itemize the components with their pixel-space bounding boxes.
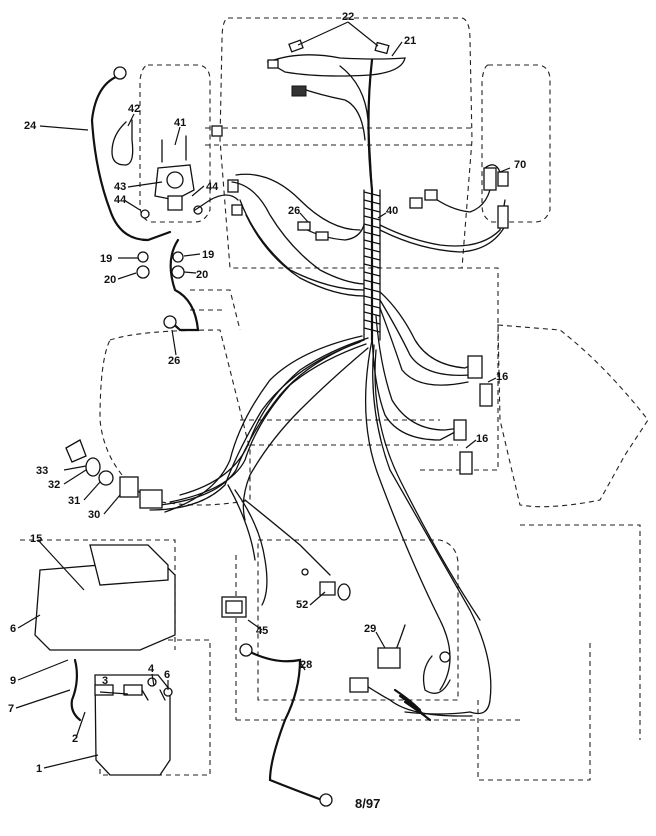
callout-6-left: 6 — [10, 623, 16, 635]
battery-assembly — [34, 544, 176, 776]
callout-24: 24 — [24, 120, 37, 132]
callout-43: 43 — [114, 181, 126, 193]
callout-16-lower: 16 — [476, 433, 488, 445]
upper-harness-branches — [231, 164, 509, 297]
callout-22: 22 — [342, 11, 354, 23]
callout-40: 40 — [386, 205, 398, 217]
callout-labels: 22 21 24 42 41 43 44 44 19 20 19 20 26 2… — [8, 11, 526, 775]
callout-2: 2 — [72, 733, 78, 745]
callout-70: 70 — [514, 159, 526, 171]
callout-42: 42 — [128, 103, 140, 115]
callout-4: 4 — [148, 663, 155, 675]
headlight-harness — [266, 39, 406, 191]
lower-branches — [221, 339, 492, 807]
leader-lines — [15, 21, 511, 769]
callout-19-left: 19 — [100, 253, 112, 265]
callout-15: 15 — [30, 533, 42, 545]
loom-coil — [363, 189, 381, 341]
callout-20-right: 20 — [196, 269, 208, 281]
callout-20-left: 20 — [104, 274, 116, 286]
main-harness-loom — [363, 58, 381, 342]
callout-28: 28 — [300, 659, 312, 671]
callout-26-upper: 26 — [288, 205, 300, 217]
callout-32: 32 — [48, 479, 60, 491]
callout-7: 7 — [8, 703, 14, 715]
page-code: 8/97 — [355, 796, 380, 811]
solenoid-assembly — [90, 66, 243, 332]
callout-33: 33 — [36, 465, 48, 477]
callout-19-right: 19 — [202, 249, 214, 261]
tractor-outline — [20, 17, 649, 781]
callout-3: 3 — [102, 675, 108, 687]
callout-21: 21 — [404, 35, 416, 47]
left-branches — [65, 335, 369, 606]
callout-45: 45 — [256, 625, 268, 637]
callout-16-upper: 16 — [496, 371, 508, 383]
callout-30: 30 — [88, 509, 100, 521]
callout-26-lower: 26 — [168, 355, 180, 367]
callout-9: 9 — [10, 675, 16, 687]
callout-6-right: 6 — [164, 669, 170, 681]
callout-44-left: 44 — [114, 194, 127, 206]
callout-41: 41 — [174, 117, 186, 129]
callout-1: 1 — [36, 763, 42, 775]
callout-44-right: 44 — [206, 181, 219, 193]
right-branches — [371, 291, 493, 475]
callout-29: 29 — [364, 623, 376, 635]
callout-52: 52 — [296, 599, 308, 611]
callout-31: 31 — [68, 495, 80, 507]
